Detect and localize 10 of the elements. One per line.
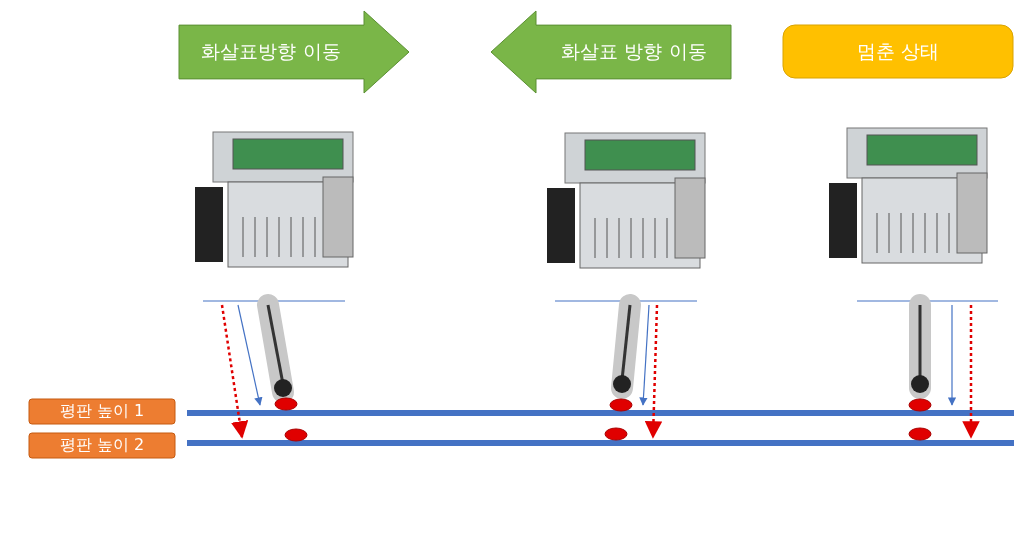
move-arrow (490, 10, 732, 94)
motion-label: 화살표방향 이동 (201, 39, 341, 64)
status-box (782, 24, 1014, 79)
plate-height-label: 평판 높이 1 (59, 401, 145, 422)
motion-label: 화살표 방향 이동 (561, 39, 707, 64)
move-arrow (178, 10, 410, 94)
label-box (28, 432, 176, 459)
plate-height-label: 평판 높이 2 (59, 435, 145, 456)
motion-label: 멈춘 상태 (856, 38, 939, 64)
label-box (28, 398, 176, 425)
